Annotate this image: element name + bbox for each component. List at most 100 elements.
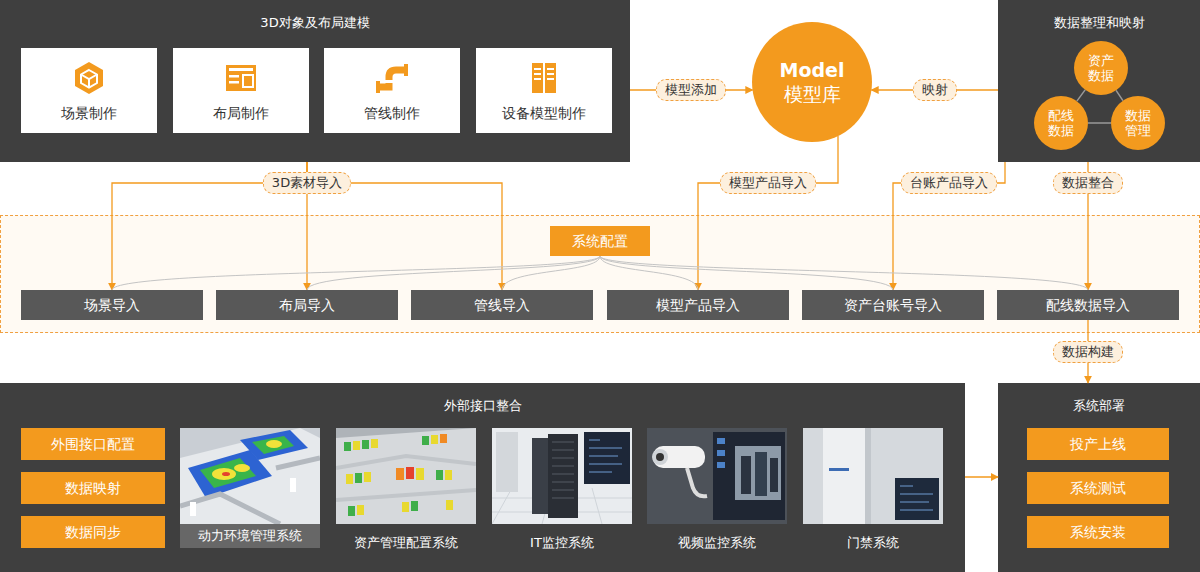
it-picture <box>492 428 632 524</box>
action-box: 系统测试 <box>1027 472 1169 504</box>
connector <box>502 256 600 290</box>
import-box: 场景导入 <box>21 290 203 320</box>
layout-icon-part <box>229 81 239 84</box>
heatmap-picture-part <box>200 458 256 488</box>
edge-label: 映射 <box>913 79 957 101</box>
connector <box>965 476 998 477</box>
import-box: 资产台账号导入 <box>802 290 984 320</box>
door-picture-part <box>865 428 871 524</box>
import-box: 模型产品导入 <box>607 290 789 320</box>
connector <box>112 256 600 290</box>
connector <box>600 256 893 290</box>
action-box: 数据映射 <box>21 472 165 504</box>
panel-box: 外部接口整合外围接口配置数据映射数据同步 动力环境管理系统 资产管理配置系统 I… <box>0 383 965 572</box>
scene-icon-part <box>81 75 97 80</box>
action-box: 数据同步 <box>21 516 165 548</box>
device-icon-part <box>547 78 554 80</box>
asset-picture-part <box>445 470 452 480</box>
device-icon-part <box>534 78 541 80</box>
device-icon-part <box>547 73 554 75</box>
import-box: 管线导入 <box>411 290 593 320</box>
asset-picture-part <box>348 506 355 516</box>
asset-picture-part <box>446 500 453 510</box>
camera-picture-part <box>656 453 664 461</box>
box-label: 视频监控系统 <box>647 533 787 553</box>
heading-text: 系统部署 <box>998 397 1200 415</box>
camera-picture-part <box>770 458 778 492</box>
box-label: 系统安装 <box>1070 523 1126 541</box>
box-label: 系统配置 <box>572 232 628 250</box>
panel-box: 3D对象及布局建模 场景制作 布局制作 管线制作 设备模型制作 <box>0 0 630 162</box>
camera-picture-part <box>652 449 668 465</box>
heatmap-picture-part <box>212 468 236 480</box>
asset-picture-part <box>364 472 371 482</box>
device-icon-part <box>534 68 541 70</box>
box-label: 数据 管理 <box>1123 108 1153 138</box>
box-label: 资产管理配置系统 <box>336 533 476 553</box>
box-label: 场景导入 <box>84 296 140 314</box>
device-icon-part <box>545 63 556 93</box>
box-label: 模型产品导入 <box>656 296 740 314</box>
pipe-icon-part <box>376 81 380 93</box>
camera-picture-part <box>735 446 781 500</box>
asset-picture <box>336 428 476 524</box>
heatmap-picture-part <box>180 428 320 524</box>
heatmap-picture-part <box>190 502 196 516</box>
camera-picture-part <box>647 428 787 524</box>
data-circle: 资产 数据 <box>1074 41 1128 95</box>
box-label: 管线制作 <box>324 104 460 122</box>
it-picture-part <box>552 442 574 498</box>
layout-icon-part <box>226 65 256 91</box>
heatmap-picture-part <box>276 458 320 468</box>
door-picture-part <box>829 468 849 471</box>
camera-picture-part <box>717 450 725 456</box>
it-picture-part <box>532 438 548 514</box>
heatmap-picture-part <box>234 464 250 472</box>
system-tile: 动力环境管理系统 <box>180 428 320 556</box>
pipe-icon <box>374 60 410 96</box>
box-label: 配线数据导入 <box>1046 296 1130 314</box>
asset-picture-part <box>396 468 404 480</box>
pipe-icon-part <box>404 64 408 76</box>
asset-picture-part <box>346 474 353 484</box>
box-label: 布局制作 <box>173 104 309 122</box>
scene-icon-part <box>88 79 90 88</box>
camera-picture-part <box>717 438 725 444</box>
tool-card: 布局制作 <box>173 48 309 133</box>
box-label: 场景制作 <box>21 104 157 122</box>
heatmap-picture-part <box>290 478 296 492</box>
camera-picture <box>647 428 787 524</box>
device-icon <box>526 60 562 96</box>
box-label: 动力环境管理系统 <box>180 524 320 548</box>
device-icon-part <box>534 73 541 75</box>
edge-label: 3D素材导入 <box>263 172 351 194</box>
system-tile: 视频监控系统 <box>647 428 787 556</box>
edge-label: 数据整合 <box>1053 172 1123 194</box>
box-label: 系统测试 <box>1070 479 1126 497</box>
device-icon-part <box>532 63 543 93</box>
asset-picture-part <box>422 436 429 445</box>
heatmap-picture-part <box>180 494 280 524</box>
connector <box>307 256 600 290</box>
tool-card: 管线制作 <box>324 48 460 133</box>
system-tile: 资产管理配置系统 <box>336 428 476 556</box>
door-picture-part <box>900 486 933 510</box>
camera-picture-part <box>741 456 751 494</box>
layout-icon <box>223 60 259 96</box>
it-picture-part <box>548 434 578 518</box>
heatmap-picture-part <box>180 428 320 524</box>
box-label: 布局导入 <box>279 296 335 314</box>
panel-box: 系统部署投产上线系统测试系统安装 <box>998 383 1200 572</box>
asset-picture-part <box>336 456 476 468</box>
camera-picture-part <box>713 432 785 520</box>
scene-icon <box>71 60 107 96</box>
scene-icon-part <box>81 70 97 88</box>
it-picture-part <box>589 440 622 472</box>
heading-text: 外部接口整合 <box>0 397 965 415</box>
asset-picture-part <box>402 502 409 512</box>
connector <box>698 136 838 290</box>
it-picture-part <box>584 432 630 484</box>
camera-picture-part <box>755 452 767 496</box>
heatmap-picture <box>180 428 320 524</box>
